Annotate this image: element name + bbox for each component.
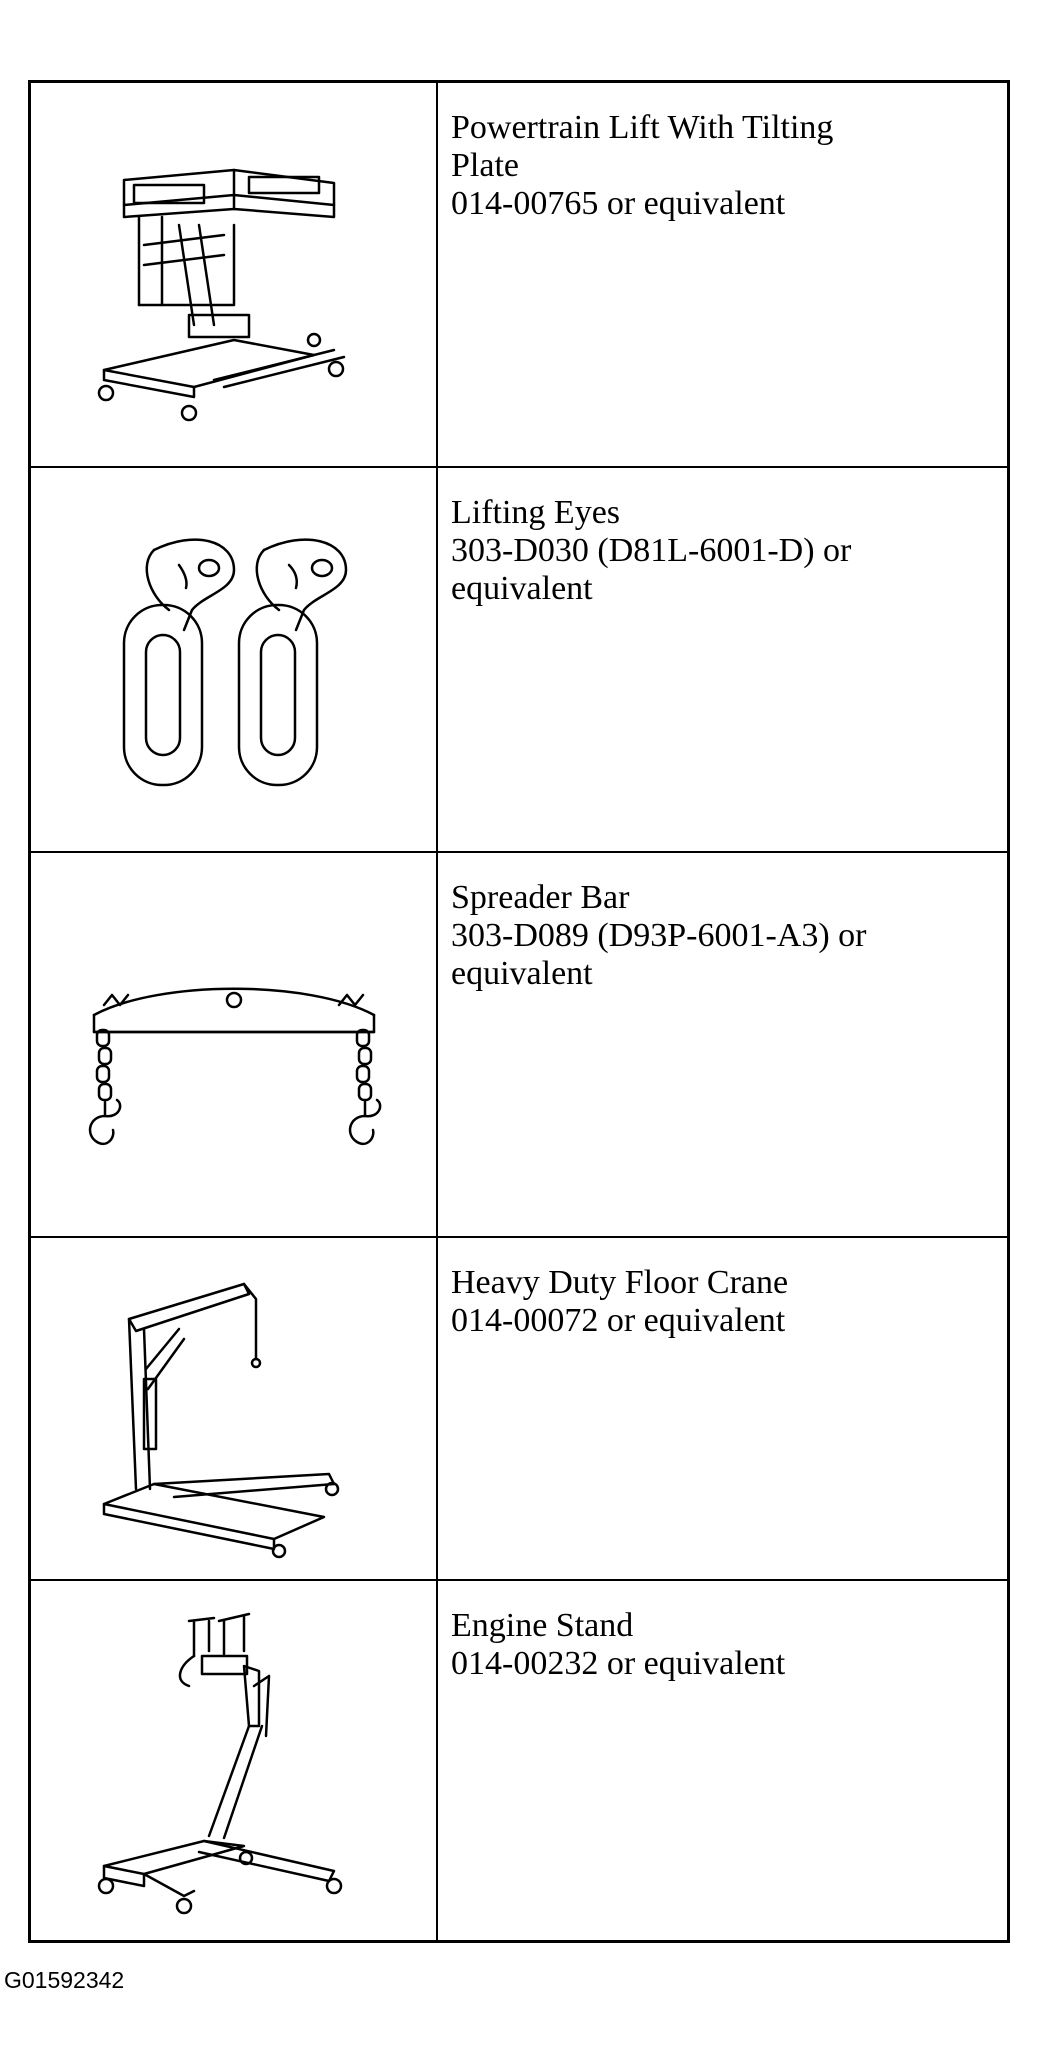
tool-part-number: 014-00765 or equivalent <box>451 185 786 222</box>
tool-illustration-cell <box>31 83 438 468</box>
tool-part-number: 303-D089 (D93P-6001-A3) or equivalent <box>451 917 867 992</box>
tool-description-cell: Lifting Eyes 303-D030 (D81L-6001-D) or e… <box>438 468 1007 853</box>
tool-illustration-cell <box>31 1238 438 1581</box>
tool-description-cell: Heavy Duty Floor Crane 014-00072 or equi… <box>438 1238 1007 1581</box>
tool-description-cell: Engine Stand 014-00232 or equivalent <box>438 1581 1007 1940</box>
powertrain-lift-icon <box>97 168 345 421</box>
tool-illustration-cell <box>31 1581 438 1940</box>
tool-illustration-cell <box>31 853 438 1238</box>
tool-part-number: 014-00232 or equivalent <box>451 1645 786 1682</box>
special-tools-table: Powertrain Lift With Tilting Plate 014-0… <box>28 80 1010 1943</box>
tool-description-cell: Powertrain Lift With Tilting Plate 014-0… <box>438 83 1007 468</box>
tool-name: Engine Stand <box>451 1607 634 1644</box>
tool-name: Lifting Eyes <box>451 494 621 531</box>
figure-id: G01592342 <box>4 1967 125 1993</box>
lifting-eyes-icon <box>122 537 347 786</box>
spreader-bar-icon <box>88 987 381 1145</box>
tool-name: Heavy Duty Floor Crane <box>451 1264 789 1301</box>
tool-part-number: 014-00072 or equivalent <box>451 1302 786 1339</box>
engine-stand-icon <box>97 1612 342 1914</box>
floor-crane-icon <box>102 1282 339 1558</box>
tool-name: Powertrain Lift With Tilting Plate <box>451 109 834 184</box>
tool-part-number: 303-D030 (D81L-6001-D) or equivalent <box>451 532 852 607</box>
tool-illustration-cell <box>31 468 438 853</box>
tool-description-cell: Spreader Bar 303-D089 (D93P-6001-A3) or … <box>438 853 1007 1238</box>
tool-name: Spreader Bar <box>451 879 630 916</box>
